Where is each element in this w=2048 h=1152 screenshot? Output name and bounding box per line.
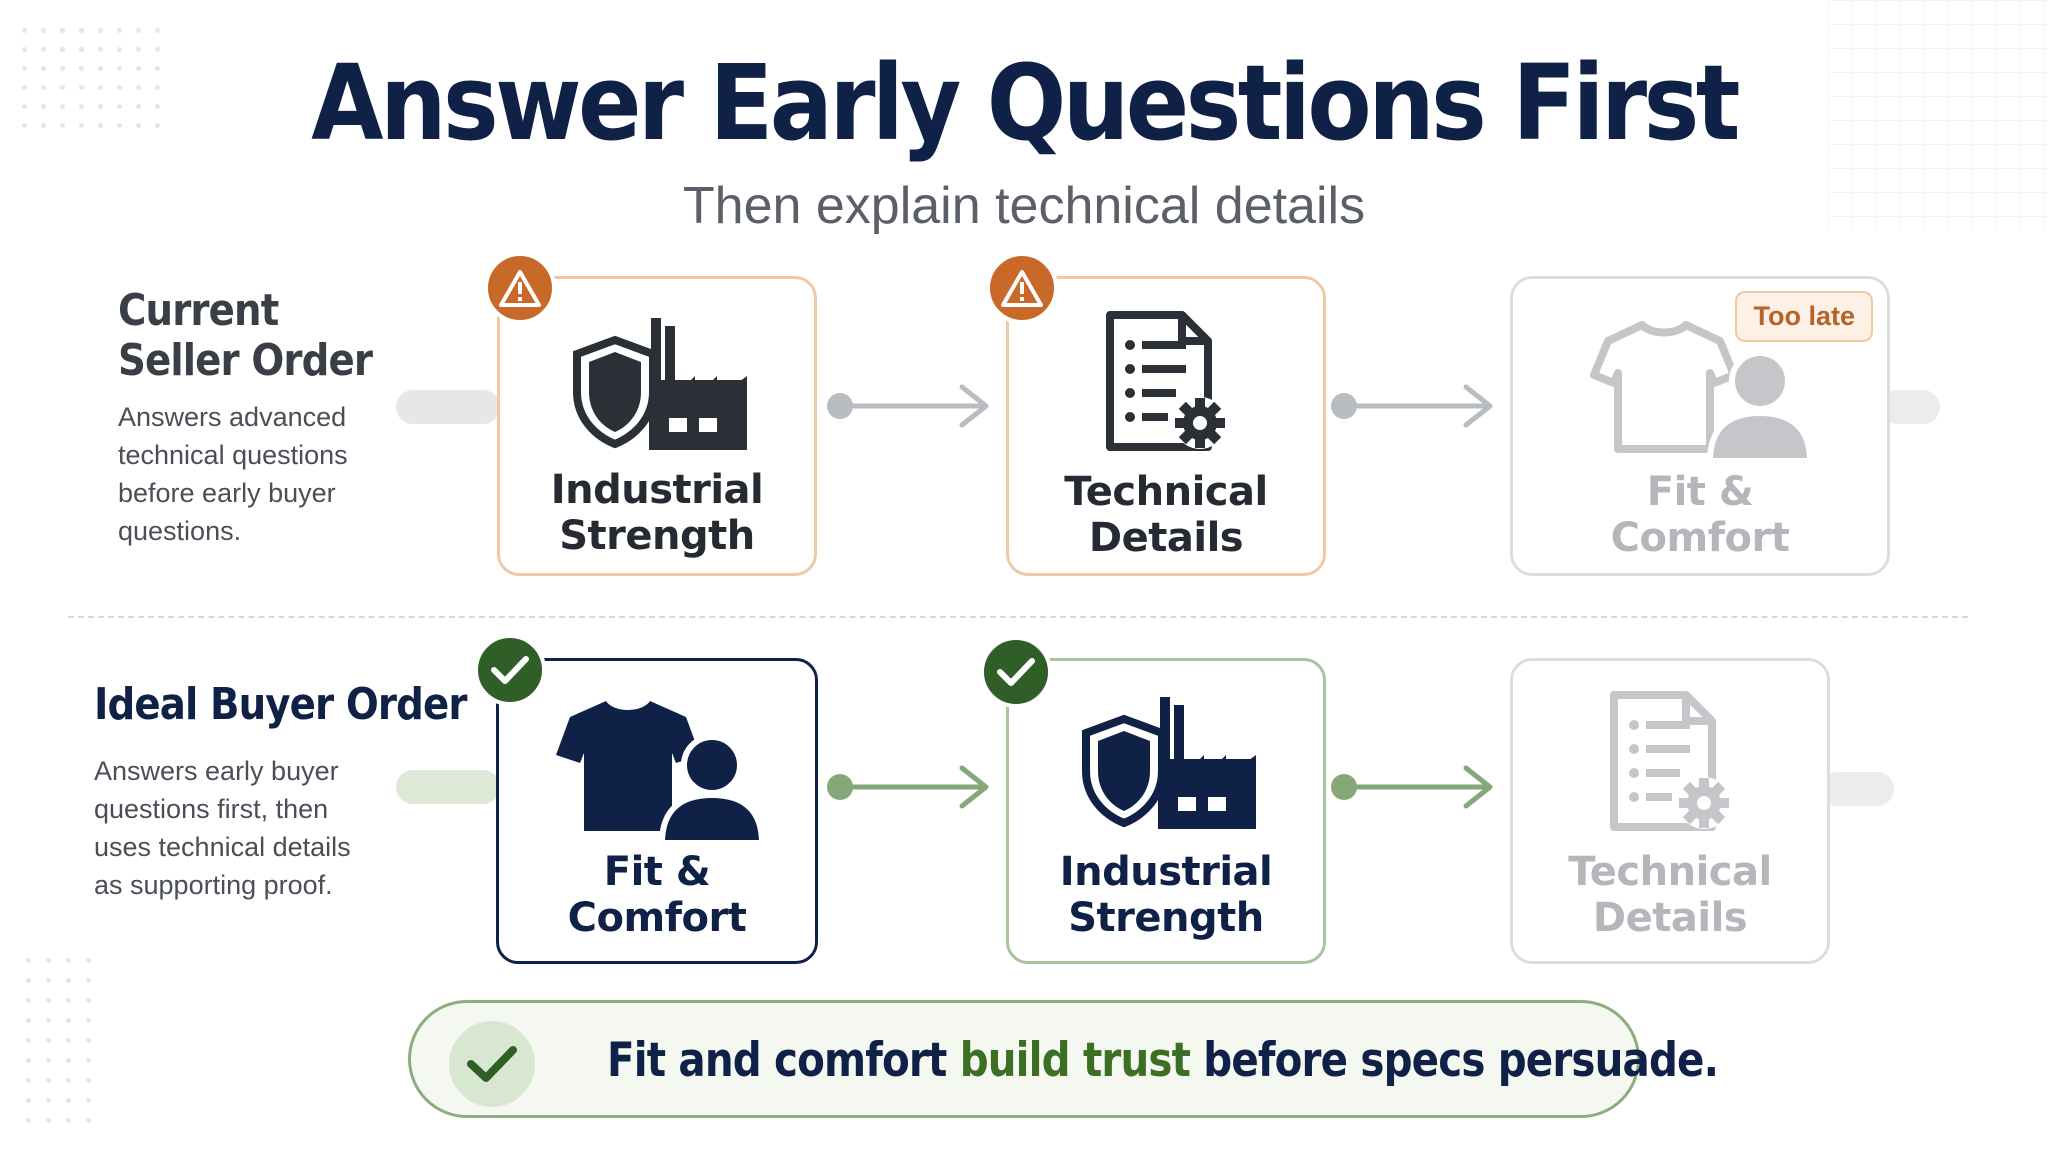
page-subtitle: Then explain technical details: [682, 177, 1366, 235]
warning-badge: [484, 252, 556, 324]
step-card-fit-comfort-faded: Fit & Comfort Too late: [1510, 276, 1890, 576]
step-card-technical-details: Technical Details: [1006, 276, 1326, 576]
check-badge: [474, 634, 546, 706]
row-divider: [68, 616, 1968, 618]
connector-arrow-green: [827, 765, 989, 809]
step-label: Fit & Comfort: [499, 849, 815, 941]
takeaway-text: before specs persuade.: [1190, 1033, 1719, 1088]
step-label-line: Industrial: [1059, 849, 1273, 895]
check-circle: [449, 1021, 535, 1107]
step-label: Technical Details: [1009, 469, 1323, 561]
row-desc-ideal-line: as supporting proof.: [94, 870, 333, 900]
track-bar-left: [396, 390, 500, 424]
row-desc-ideal-line: questions first, then: [94, 794, 329, 824]
row-label-current-line2: Seller Order: [118, 335, 373, 386]
row-desc-ideal: Answers early buyer questions first, the…: [94, 752, 351, 904]
document-gear-icon: [1106, 311, 1226, 451]
step-label-line: Fit &: [603, 849, 711, 895]
shield-factory-icon: [1082, 697, 1256, 829]
step-label-line: Technical: [1064, 469, 1268, 515]
step-label-line: Details: [1088, 515, 1244, 561]
key-takeaway-callout: Fit and comfort build trust before specs…: [408, 1000, 1719, 1118]
connector-arrow-gray: [827, 384, 989, 428]
row-label-current: Current Seller Order: [118, 285, 373, 386]
row-desc-current-line: before early buyer: [118, 478, 336, 508]
takeaway-highlight: build trust: [959, 1033, 1191, 1088]
check-icon: [467, 1046, 517, 1082]
warning-triangle-icon: [499, 270, 541, 307]
track-bar-right: [1880, 390, 1940, 424]
step-label-line: Strength: [1068, 895, 1264, 941]
step-label-line: Technical: [1568, 849, 1772, 895]
step-label-line: Comfort: [567, 895, 747, 941]
document-gear-icon: [1610, 691, 1730, 831]
takeaway-text: Fit and comfort: [607, 1033, 960, 1088]
step-label: Technical Details: [1513, 849, 1827, 941]
step-card-fit-comfort: Fit & Comfort: [496, 658, 818, 964]
row-desc-current-line: Answers advanced: [118, 402, 347, 432]
row-desc-current-line: questions.: [118, 516, 242, 546]
row-desc-ideal-line: Answers early buyer: [94, 756, 339, 786]
warning-badge: [986, 252, 1058, 324]
step-label-line: Details: [1592, 895, 1748, 941]
step-card-industrial-strength: Industrial Strength: [497, 276, 817, 576]
row-label-ideal: Ideal Buyer Order: [94, 679, 467, 730]
connector-arrow-green: [1331, 765, 1493, 809]
check-icon: [491, 656, 529, 684]
check-badge: [980, 636, 1052, 708]
row-label-current-line1: Current: [118, 285, 279, 336]
row-desc-current-line: technical questions: [118, 440, 348, 470]
check-icon: [997, 658, 1035, 686]
tshirt-person-icon: [556, 701, 762, 845]
step-label: Industrial Strength: [1009, 849, 1323, 941]
step-card-industrial-strength-ideal: Industrial Strength: [1006, 658, 1326, 964]
step-label: Fit & Comfort: [1513, 469, 1887, 561]
warning-triangle-icon: [1001, 270, 1043, 307]
decorative-grid: [1828, 0, 2048, 230]
row-desc-ideal-line: uses technical details: [94, 832, 351, 862]
too-late-tag: Too late: [1735, 291, 1873, 342]
shield-factory-icon: [573, 318, 747, 450]
step-label-line: Industrial: [550, 467, 764, 513]
step-label-line: Strength: [559, 513, 755, 559]
page-title: Answer Early Questions First: [311, 42, 1740, 164]
connector-arrow-gray: [1331, 384, 1493, 428]
step-card-technical-details-faded: Technical Details: [1510, 658, 1830, 964]
takeaway-message: Fit and comfort build trust before specs…: [607, 1033, 1719, 1088]
track-bar-right: [1820, 772, 1894, 806]
track-bar-left: [396, 770, 500, 804]
step-label-line: Fit &: [1646, 469, 1754, 515]
step-label-line: Comfort: [1610, 515, 1790, 561]
row-desc-current: Answers advanced technical questions bef…: [118, 398, 348, 550]
step-label: Industrial Strength: [500, 467, 814, 559]
tshirt-person-icon: [1590, 321, 1810, 464]
